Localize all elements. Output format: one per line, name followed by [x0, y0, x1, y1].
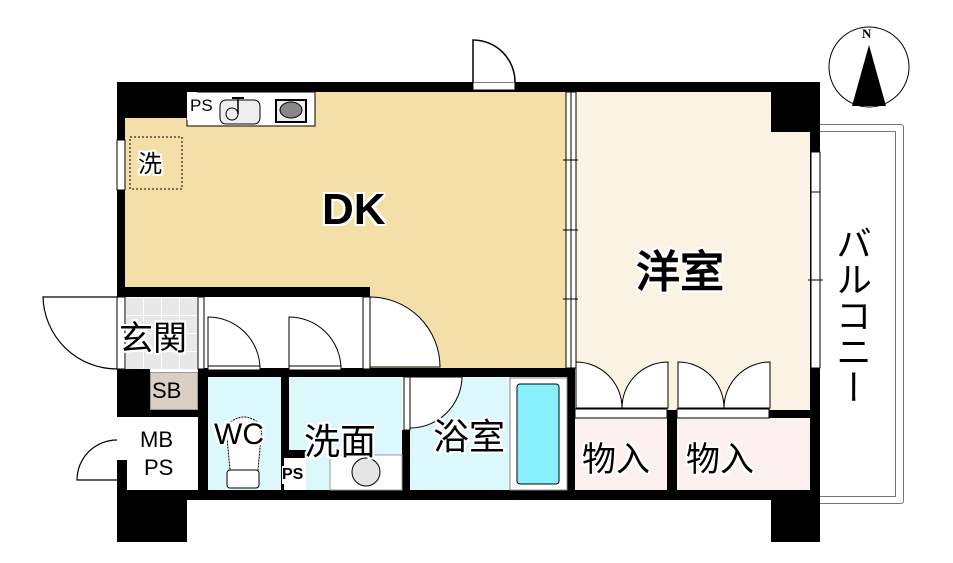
closet-2-door-left-icon	[677, 361, 725, 409]
north-compass: N	[827, 25, 911, 109]
room-closet-2	[677, 418, 810, 490]
wc-label: WC	[214, 418, 264, 451]
washroom-door-icon	[288, 316, 342, 369]
wall-closet-divider	[667, 410, 677, 498]
meter-box-label-ps: PS	[144, 455, 174, 480]
kitchen-ps-label: PS	[190, 96, 213, 116]
room-western	[575, 92, 810, 410]
dk-door-icon	[369, 296, 441, 368]
room-meter-box	[127, 417, 197, 487]
entrance-label: 玄関	[119, 319, 187, 359]
dk-label: DK	[322, 185, 386, 234]
western-room-label: 洋室	[636, 247, 724, 298]
wall-sb-bottom	[117, 410, 208, 417]
washer-space-label: 洗	[138, 150, 162, 178]
toilet-icon	[225, 416, 263, 489]
wall-bath-left	[402, 430, 410, 498]
balcony-label: バルコニー	[830, 225, 871, 405]
top-door-icon	[472, 39, 516, 91]
room-closet-1	[575, 418, 667, 490]
bathroom-door-icon	[409, 376, 463, 429]
closet-2-label: 物入	[686, 440, 754, 480]
wall-ps-box	[281, 450, 311, 458]
wall-bath-right	[567, 368, 575, 498]
sink-icon	[219, 97, 261, 125]
closet-1-door-right-icon	[621, 361, 669, 409]
compass-arrow-icon	[828, 26, 910, 108]
wall-corner-topleft	[117, 82, 187, 118]
wall-closet-top	[765, 410, 815, 418]
wall-wc-right	[281, 368, 289, 498]
wall-bottom	[117, 490, 820, 500]
wall-wc-left	[198, 368, 208, 498]
wall-entrance-lower	[117, 369, 150, 417]
meter-box-label-mb: MB	[140, 427, 173, 452]
room-entrance	[125, 297, 198, 369]
entrance-door-icon	[42, 296, 118, 370]
shoe-box-label: SB	[152, 378, 182, 403]
washer-space	[129, 136, 183, 190]
sliding-partition	[563, 91, 578, 369]
washroom-label: 洗面	[304, 422, 377, 463]
wall-corner-bottomleft	[117, 490, 187, 542]
wall-mb-left	[117, 460, 127, 500]
washbasin-icon	[329, 454, 403, 491]
wall-top	[117, 82, 819, 92]
closet-2-door-right-icon	[723, 361, 771, 409]
bathtub-icon	[509, 377, 568, 491]
wc-ps-label: PS	[282, 466, 304, 484]
wall-wet-top	[198, 368, 575, 377]
closet-1-door-left-icon	[575, 361, 623, 409]
room-balcony	[820, 124, 904, 504]
room-shoe-box	[150, 372, 198, 410]
closet-1-label: 物入	[582, 440, 650, 480]
stove-icon	[275, 99, 307, 123]
wall-dk-bottom	[117, 287, 370, 297]
wc-door-icon	[207, 316, 261, 369]
compass-north-label: N	[862, 26, 872, 41]
bathroom-label: 浴室	[433, 417, 506, 458]
meter-box-door-icon	[76, 439, 118, 481]
